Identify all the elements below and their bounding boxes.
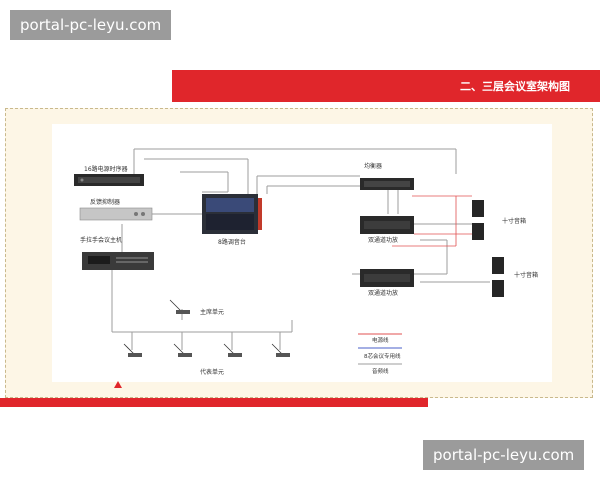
conference-lines — [111, 270, 293, 350]
speakers-2-label: 十寸音箱 — [514, 271, 538, 279]
amplifier-1-device — [360, 216, 414, 234]
red-triangle-icon — [114, 381, 122, 388]
equalizer-label: 均衡器 — [364, 162, 382, 170]
legend-power-label: 电源线 — [372, 336, 389, 344]
amplifier-1-label: 双通道功放 — [368, 236, 398, 244]
delegate-mics-label: 代表单元 — [200, 368, 224, 376]
bottom-red-bar — [0, 398, 428, 407]
legend-conference-label: 8芯会议专用线 — [364, 352, 401, 360]
speakers-2-device — [492, 257, 504, 297]
chair-mic-label: 主席单元 — [200, 308, 224, 316]
mixer-device — [202, 194, 262, 234]
title-banner: 二、三层会议室架构图 — [172, 70, 600, 102]
amplifier-2-label: 双通道功放 — [368, 289, 398, 297]
banner-title: 二、三层会议室架构图 — [460, 80, 570, 93]
amplifier-2-device — [360, 269, 414, 287]
mixer-label: 8路调音台 — [218, 238, 246, 246]
power-lines — [392, 195, 472, 247]
legend-audio-label: 音频线 — [372, 367, 389, 375]
power-sequencer-label: 16路电源时序器 — [84, 165, 128, 173]
delegate-mics-device — [123, 343, 290, 357]
speakers-1-device — [472, 200, 484, 240]
system-diagram: 16路电源时序器 反馈抑制器 手拉手会议主机 8路调音台 均衡器 — [52, 124, 552, 382]
feedback-suppressor-device — [79, 207, 153, 221]
watermark-bottom: portal-pc-leyu.com — [423, 440, 585, 470]
power-sequencer-device — [74, 174, 144, 186]
equalizer-device — [360, 178, 414, 190]
legend: 电源线 8芯会议专用线 音频线 — [358, 333, 402, 375]
conference-host-label: 手拉手会议主机 — [80, 236, 122, 244]
watermark-top: portal-pc-leyu.com — [10, 10, 172, 40]
chair-mic-device — [169, 299, 190, 314]
speakers-1-label: 十寸音箱 — [502, 217, 526, 225]
conference-host-device — [82, 252, 154, 270]
audio-lines — [121, 148, 490, 283]
feedback-suppressor-label: 反馈抑制器 — [90, 198, 120, 206]
